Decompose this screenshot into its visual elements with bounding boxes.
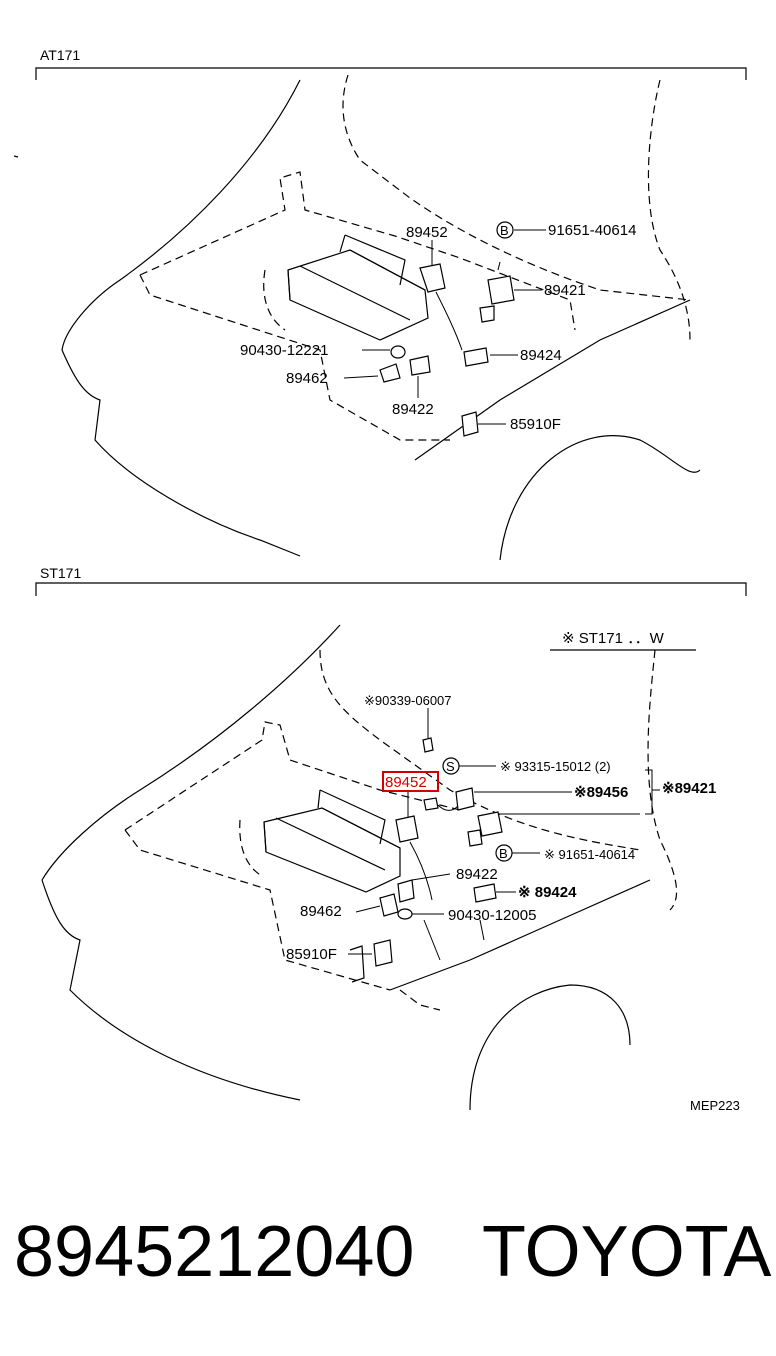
- svg-text:S: S: [446, 759, 455, 774]
- label-89421: 89421: [544, 282, 586, 299]
- section-bracket: [35, 582, 747, 596]
- part-89462-switch: [379, 363, 401, 383]
- bolt-marker: B: [495, 844, 513, 862]
- section-at171: AT171: [13, 47, 747, 561]
- part-89456-sensor: [423, 787, 475, 811]
- label-90430-12005: 90430-12005: [448, 907, 536, 924]
- section-title-st171: ST171: [40, 565, 81, 581]
- label-89452-highlighted: 89452: [385, 774, 427, 791]
- svg-text:B: B: [499, 846, 508, 861]
- label-89424: ※ 89424: [518, 884, 577, 901]
- section-title-at171: AT171: [40, 47, 80, 63]
- label-89452: 89452: [406, 224, 448, 241]
- label-90339-06007: ※90339-06007: [364, 693, 452, 708]
- part-89452-sensor: [395, 815, 433, 901]
- engine-block: [287, 234, 429, 341]
- highlight-box: [382, 771, 439, 792]
- label-90430-12221: 90430-12221: [240, 342, 328, 359]
- label-91651-40614: 91651-40614: [548, 222, 636, 239]
- figure-code: MEP223: [690, 1098, 740, 1113]
- part-90430-gasket: [390, 345, 406, 359]
- footer-brand: TOYOTA: [482, 1212, 771, 1292]
- label-93315-15012: ※ 93315-15012 (2): [500, 759, 611, 774]
- applicability-note: ※ ST171 ．．W: [562, 630, 665, 647]
- part-89421-sensor: [479, 261, 515, 323]
- part-89421-sensor: [467, 811, 503, 847]
- label-89422: 89422: [392, 401, 434, 418]
- part-89452-sensor: [419, 263, 463, 351]
- label-85910f: 85910F: [286, 946, 337, 963]
- part-89424-sensor: [473, 883, 497, 903]
- leader-lines: [343, 229, 546, 425]
- part-89422-sensor: [409, 355, 431, 376]
- label-89462: 89462: [300, 903, 342, 920]
- screw-marker: S: [442, 757, 460, 775]
- part-89424-sensor: [463, 347, 489, 367]
- section-st171: ST171 ※ ST171 ．．W: [35, 565, 747, 1111]
- part-89462-switch: [379, 893, 399, 917]
- label-89462: 89462: [286, 370, 328, 387]
- label-89456: ※89456: [574, 784, 628, 801]
- label-85910f: 85910F: [510, 416, 561, 433]
- bolt-marker: B: [496, 221, 514, 239]
- part-89422-sensor: [397, 879, 415, 903]
- label-89421: ※89421: [662, 780, 716, 797]
- footer-part-number: 8945212040: [14, 1212, 414, 1292]
- part-85910f-relay: [461, 411, 479, 437]
- part-90430-gasket: [397, 908, 413, 920]
- leader-lines: [348, 708, 660, 961]
- engine-block: [263, 789, 401, 893]
- car-body-outline: [13, 74, 701, 561]
- svg-text:B: B: [500, 223, 509, 238]
- label-91651-40614: ※ 91651-40614: [544, 847, 635, 862]
- label-89424: 89424: [520, 347, 562, 364]
- car-body-outline: [41, 624, 678, 1111]
- part-85910f-relay: [349, 939, 393, 983]
- part-90339-clip: [422, 737, 434, 753]
- section-bracket: [35, 67, 747, 80]
- label-89422: 89422: [456, 866, 498, 883]
